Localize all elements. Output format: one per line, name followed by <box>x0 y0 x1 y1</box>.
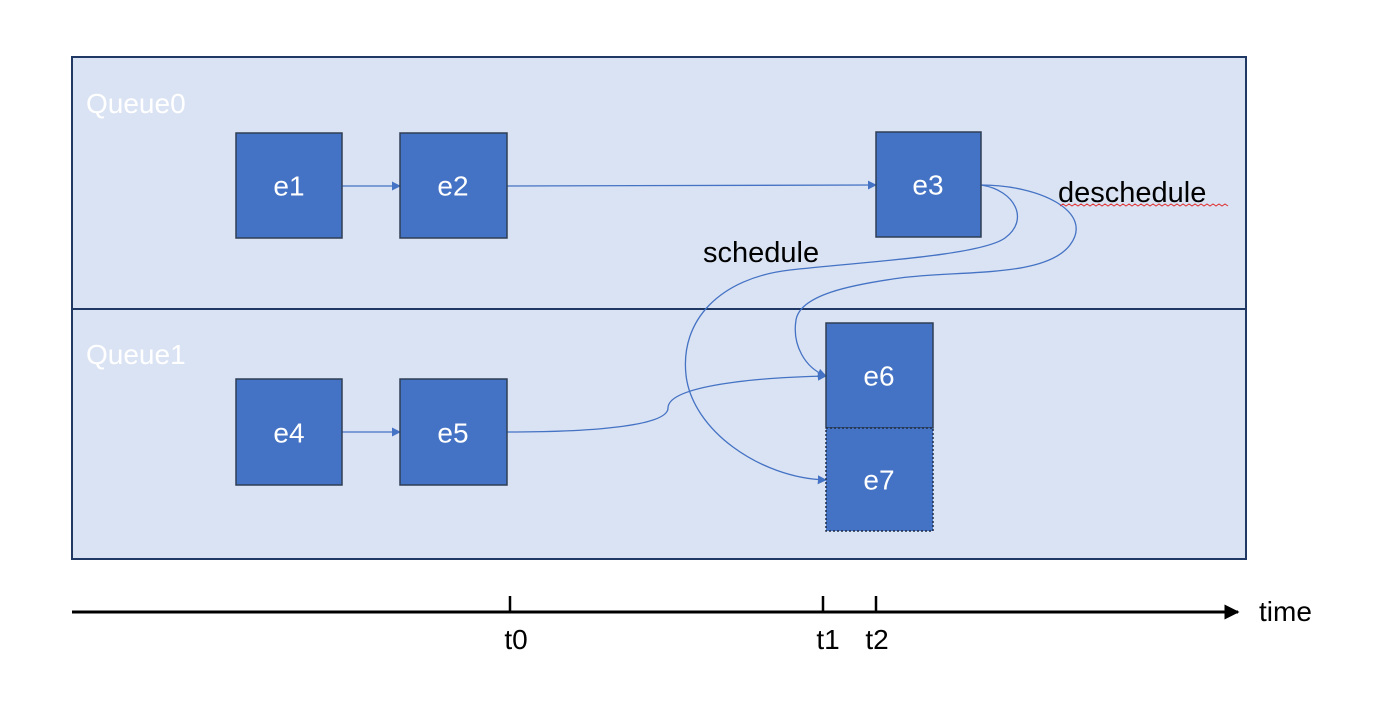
schedule-annotation: schedule <box>703 237 819 269</box>
node-e6-label: e6 <box>863 361 894 392</box>
node-e2-label: e2 <box>437 171 468 202</box>
time-axis-label: time <box>1259 596 1312 627</box>
deschedule-annotation: deschedule <box>1058 177 1206 209</box>
node-e1-label: e1 <box>273 171 304 202</box>
node-e4-label: e4 <box>273 418 304 449</box>
node-e3: e3 <box>875 131 982 238</box>
node-e1: e1 <box>235 132 343 239</box>
edge-e3-e6-deschedule <box>794 184 1077 378</box>
timeline: time t0 t1 t2 <box>72 596 1312 655</box>
node-e2: e2 <box>399 132 508 239</box>
node-e6: e6 <box>825 322 934 429</box>
queue0-label: Queue0 <box>86 88 186 119</box>
tick-t2-label: t2 <box>865 624 888 655</box>
node-e3-label: e3 <box>912 170 943 201</box>
spellcheck-underline <box>1059 203 1229 207</box>
edge-e5-e6 <box>506 371 827 433</box>
node-e7-label: e7 <box>863 465 894 496</box>
queue1-label: Queue1 <box>86 339 186 370</box>
node-e5: e5 <box>399 378 508 486</box>
tick-t0-label: t0 <box>504 624 527 655</box>
node-e4: e4 <box>235 378 343 486</box>
edge-e2-e3 <box>506 180 877 190</box>
node-e5-label: e5 <box>437 418 468 449</box>
node-e7: e7 <box>825 427 934 532</box>
edge-e3-e7-schedule <box>684 184 1018 485</box>
tick-t1-label: t1 <box>816 624 839 655</box>
